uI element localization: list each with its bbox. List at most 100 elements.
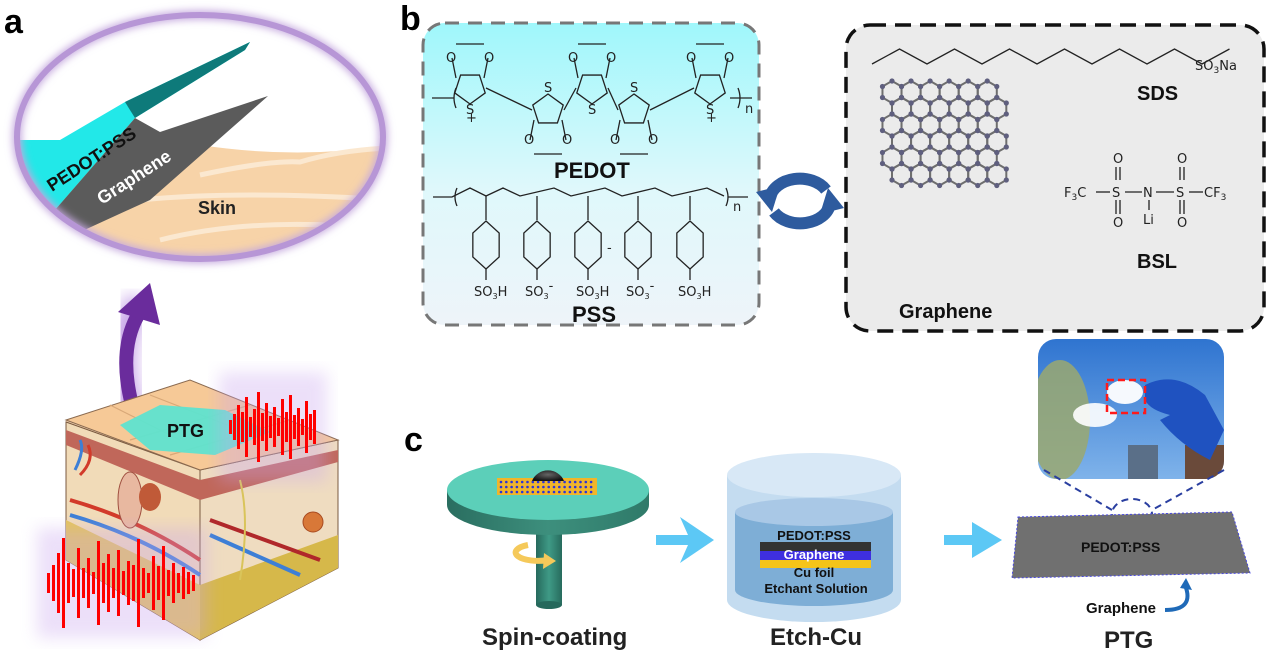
- svg-text:S: S: [588, 103, 596, 118]
- signal-bar: [182, 567, 185, 599]
- film-label-graphene: Graphene: [1086, 600, 1156, 617]
- signal-bar: [289, 395, 292, 459]
- sulfonate-group: SO3H: [576, 285, 609, 301]
- sulfonate-group: SO3H: [678, 285, 711, 301]
- svg-text:+: +: [706, 111, 717, 126]
- signal-bar: [132, 565, 135, 601]
- signal-waveform-top: [219, 372, 327, 482]
- layer-label-pedot-pss: PEDOT:PSS: [777, 528, 851, 543]
- signal-bar: [253, 409, 256, 445]
- signal-bar: [157, 566, 160, 600]
- svg-text:S: S: [466, 103, 474, 118]
- signal-bar: [82, 568, 85, 598]
- signal-bar: [297, 408, 300, 446]
- svg-text:O: O: [568, 51, 578, 66]
- svg-text:Li: Li: [1143, 213, 1154, 228]
- thiophene-ring: [618, 93, 650, 124]
- signal-bar: [97, 541, 100, 625]
- svg-text:O: O: [648, 133, 658, 148]
- signal-bar: [112, 568, 115, 598]
- step-label-spin-coating: Spin-coating: [482, 624, 627, 651]
- etch-beaker: PEDOT:PSS Graphene Cu foil Etchant Solut…: [727, 453, 901, 622]
- signal-bar: [277, 418, 280, 436]
- signal-bar: [87, 558, 90, 608]
- signal-bar: [62, 538, 65, 628]
- film-label-pedot-pss: PEDOT:PSS: [1081, 539, 1160, 555]
- layer-cu-bar: [760, 560, 871, 568]
- layer-graphene-bar: [760, 551, 871, 560]
- signal-bar: [245, 397, 248, 457]
- process-arrow-1: [656, 517, 714, 563]
- svg-text:S: S: [544, 81, 552, 96]
- signal-bar: [192, 575, 195, 591]
- signal-bar: [167, 570, 170, 596]
- inset-zoom-oval: PEDOT:PSS Graphene Skin: [12, 10, 388, 264]
- step-label-etch-cu: Etch-Cu: [770, 624, 862, 651]
- rotation-arrow-icon: [512, 542, 549, 564]
- pedot-pss-layer: [18, 42, 250, 215]
- signal-bar: [309, 414, 312, 440]
- svg-text:F3C: F3C: [1064, 186, 1086, 203]
- svg-text:O: O: [446, 51, 456, 66]
- sulfonate-group: SO3-: [525, 279, 554, 301]
- signal-bar: [293, 415, 296, 439]
- svg-text:O: O: [484, 51, 494, 66]
- graphene-pointer-arrow: [1164, 584, 1190, 612]
- layer-label-etchant: Etchant Solution: [764, 581, 867, 596]
- pss-label: PSS: [572, 302, 616, 327]
- signal-bar: [67, 563, 70, 603]
- layer-label-cu-foil: Cu foil: [794, 565, 834, 580]
- svg-text:N: N: [1143, 186, 1153, 201]
- sds-group: SO3Na: [1195, 59, 1237, 76]
- signal-bar: [261, 413, 264, 441]
- signal-bar: [57, 553, 60, 613]
- svg-text:O: O: [610, 133, 620, 148]
- signal-bar: [172, 563, 175, 603]
- panel-c: c Spin-coating PEDOT:PSS Graphene: [404, 339, 1251, 654]
- signal-bar: [47, 573, 50, 593]
- signal-bar: [147, 573, 150, 593]
- signal-bar: [77, 548, 80, 618]
- exchange-arrows-icon: [756, 172, 844, 230]
- signal-bar: [122, 571, 125, 595]
- signal-bar: [237, 405, 240, 449]
- signal-bar: [187, 572, 190, 594]
- layer-pedot-pss-bar: [760, 542, 871, 551]
- panel-a: a PEDOT:PSS Graphene Skin: [4, 3, 388, 641]
- signal-bar: [162, 546, 165, 620]
- signal-bar: [107, 554, 110, 612]
- signal-bar: [92, 572, 95, 594]
- signal-bar: [281, 399, 284, 455]
- signal-bar: [177, 573, 180, 593]
- svg-text:O: O: [1177, 152, 1187, 167]
- signal-bar: [313, 410, 316, 444]
- bsl-label: BSL: [1137, 251, 1177, 273]
- process-arrow-2: [944, 522, 1002, 558]
- thiophene-ring: [576, 74, 608, 105]
- thiophene-ring: [454, 74, 486, 105]
- svg-text:O: O: [524, 133, 534, 148]
- signal-bar: [229, 420, 232, 434]
- svg-text:-: -: [607, 241, 612, 256]
- svg-text:CF3: CF3: [1204, 186, 1226, 203]
- signal-bar: [233, 414, 236, 440]
- signal-bar: [137, 539, 140, 627]
- graphene-lattice: [879, 78, 1009, 189]
- svg-text:O: O: [686, 51, 696, 66]
- signal-bar: [269, 416, 272, 438]
- svg-text:S: S: [1112, 186, 1120, 201]
- svg-text:S: S: [630, 81, 638, 96]
- signal-bar: [257, 392, 260, 462]
- signal-bar: [265, 403, 268, 451]
- svg-text:S: S: [1176, 186, 1184, 201]
- svg-text:O: O: [1113, 216, 1123, 231]
- signal-bar: [127, 561, 130, 605]
- signal-bar: [301, 419, 304, 435]
- signal-bar: [117, 550, 120, 616]
- zoom-arrow: [109, 283, 160, 417]
- signal-bar: [249, 417, 252, 437]
